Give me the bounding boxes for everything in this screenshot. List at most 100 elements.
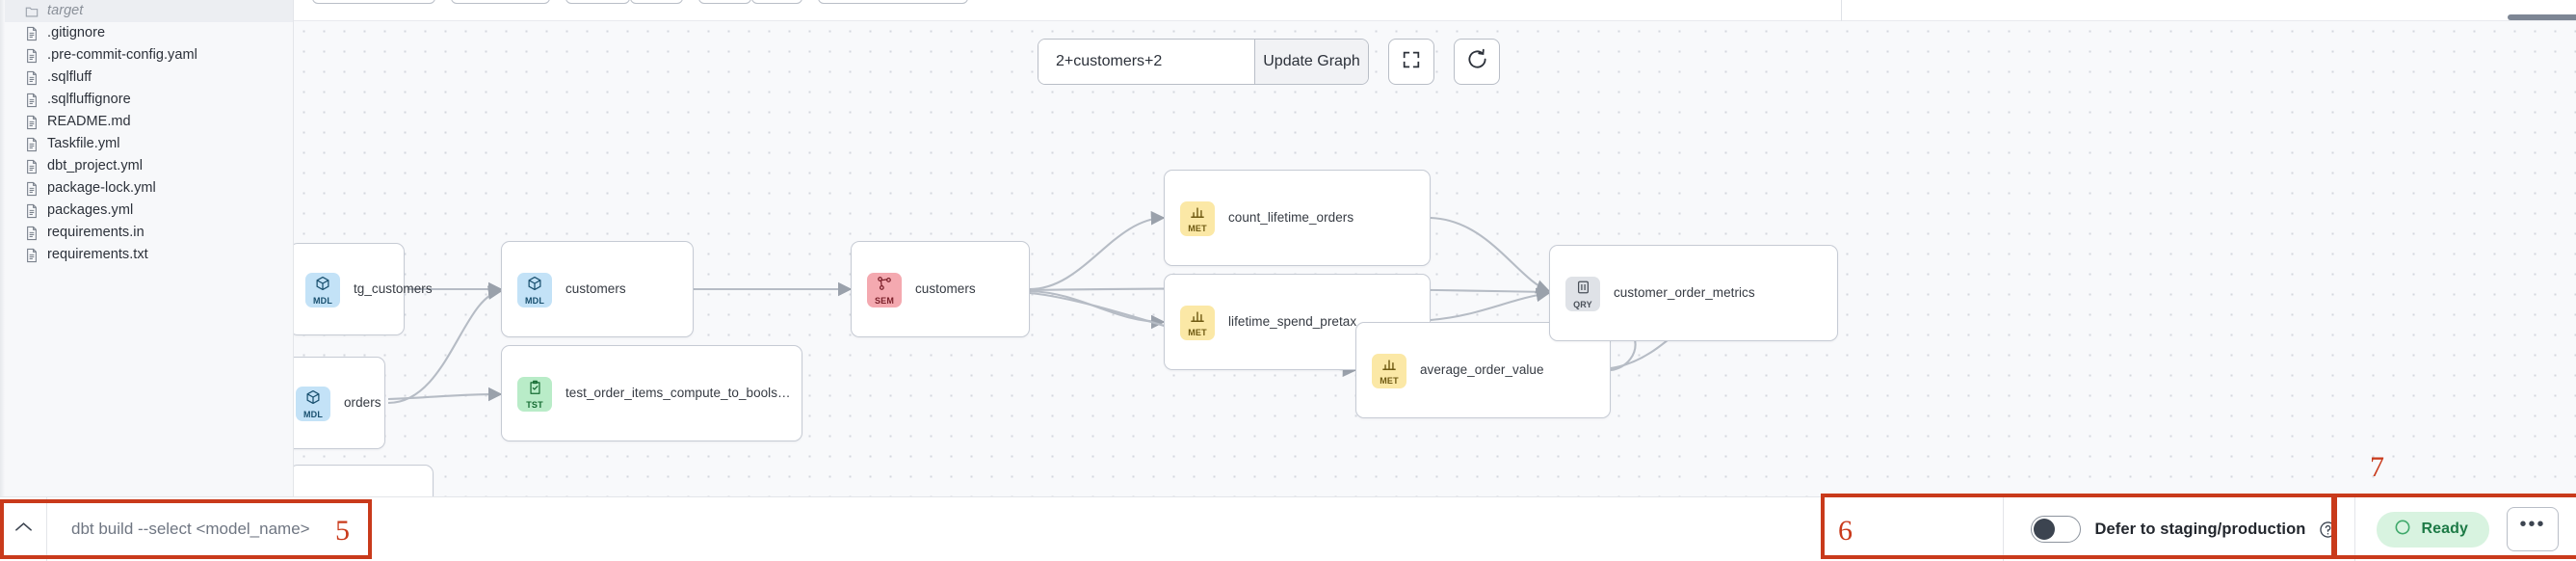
command-collapse-button[interactable] bbox=[0, 497, 47, 561]
node-type-badge-mdl: MDL bbox=[296, 387, 330, 421]
file-list-item-label: requirements.txt bbox=[47, 247, 148, 262]
file-list-item-label: package-lock.yml bbox=[47, 180, 156, 196]
lineage-node[interactable]: MET count_lifetime_orders bbox=[1164, 170, 1431, 266]
file-list-item-label: .sqlfluffignore bbox=[47, 92, 131, 107]
graph-search-group: Update Graph bbox=[1038, 39, 1369, 85]
node-type-badge-met: MET bbox=[1180, 201, 1215, 236]
node-type-label: TST bbox=[526, 399, 543, 410]
file-icon bbox=[25, 70, 39, 86]
file-icon bbox=[25, 226, 39, 241]
lineage-node[interactable]: QRY customer_order_metrics bbox=[1549, 245, 1838, 341]
lineage-node-label: customers bbox=[565, 281, 626, 296]
file-list-item[interactable]: .gitignore bbox=[0, 22, 293, 44]
status-bar-right: Defer to staging/production Ready bbox=[2003, 497, 2576, 561]
lineage-node[interactable]: MDL customers bbox=[501, 241, 694, 337]
node-type-label: MDL bbox=[312, 295, 333, 306]
file-list-item[interactable]: packages.yml bbox=[0, 200, 293, 222]
status-divider-right bbox=[2354, 497, 2356, 561]
file-list-item-label: .sqlfluff bbox=[47, 69, 92, 85]
bar-chart-icon bbox=[1190, 205, 1205, 223]
graph-search-input[interactable] bbox=[1038, 40, 1254, 84]
clipboard-check-icon bbox=[528, 380, 542, 399]
status-badge[interactable]: Ready bbox=[2377, 511, 2489, 548]
file-list-item[interactable]: .sqlfluff bbox=[0, 67, 293, 89]
file-list-item-label: packages.yml bbox=[47, 202, 134, 218]
file-icon bbox=[25, 115, 39, 130]
tab-scrollbar-thumb[interactable] bbox=[2508, 14, 2576, 20]
file-icon bbox=[25, 181, 39, 197]
toolbar-button-stub-3[interactable] bbox=[565, 0, 630, 4]
lineage-node[interactable] bbox=[294, 465, 434, 496]
reset-graph-button[interactable] bbox=[1454, 39, 1500, 85]
bar-chart-icon bbox=[1190, 309, 1205, 327]
toolbar-button-stub-2[interactable] bbox=[451, 0, 550, 4]
file-explorer-pane[interactable]: target .gitignore .pre-commit-config.yaml.… bbox=[0, 0, 294, 496]
lineage-node-label: lifetime_spend_pretax bbox=[1228, 314, 1357, 329]
node-type-label: MET bbox=[1188, 327, 1207, 337]
file-list-item[interactable]: target bbox=[0, 0, 293, 22]
question-circle-icon[interactable] bbox=[2319, 521, 2337, 539]
file-icon bbox=[25, 26, 39, 41]
file-icon bbox=[25, 248, 39, 263]
lineage-node-label: count_lifetime_orders bbox=[1228, 210, 1354, 225]
command-input[interactable] bbox=[47, 497, 2004, 561]
toolbar-button-stub-4[interactable] bbox=[630, 0, 683, 4]
overflow-menu-button[interactable]: ••• bbox=[2507, 507, 2559, 551]
file-list-item-label: Taskfile.yml bbox=[47, 136, 120, 151]
node-type-label: MET bbox=[1188, 223, 1207, 233]
file-list-item[interactable]: requirements.in bbox=[0, 222, 293, 244]
cube-icon bbox=[305, 389, 321, 409]
file-list: target .gitignore .pre-commit-config.yaml.… bbox=[0, 0, 293, 266]
toolbar-divider bbox=[1841, 0, 1842, 21]
update-graph-button[interactable]: Update Graph bbox=[1254, 40, 1368, 84]
file-list-item[interactable]: dbt_project.yml bbox=[0, 155, 293, 177]
status-bar: Defer to staging/production Ready bbox=[0, 496, 2576, 561]
node-type-badge-sem: SEM bbox=[867, 273, 902, 307]
toolbar-button-stub-6[interactable] bbox=[751, 0, 802, 4]
node-type-label: MET bbox=[1380, 375, 1399, 386]
file-list-item[interactable]: .pre-commit-config.yaml bbox=[0, 44, 293, 67]
file-list-item-label: .gitignore bbox=[47, 25, 106, 40]
lineage-node-label: customer_order_metrics bbox=[1614, 285, 1755, 300]
node-type-badge-tst: TST bbox=[517, 377, 552, 412]
file-list-item-label: requirements.in bbox=[47, 225, 145, 240]
toolbar-button-stub-7[interactable] bbox=[818, 0, 968, 4]
lineage-node-label: test_order_items_compute_to_bools… bbox=[565, 386, 791, 400]
node-type-badge-met: MET bbox=[1180, 306, 1215, 340]
toolbar-button-stub-1[interactable] bbox=[312, 0, 435, 4]
file-list-item[interactable]: Taskfile.yml bbox=[0, 133, 293, 155]
network-icon bbox=[877, 276, 892, 295]
toolbar-button-stub-5[interactable] bbox=[698, 0, 751, 4]
file-list-item[interactable]: .sqlfluffignore bbox=[0, 89, 293, 111]
cube-icon bbox=[315, 276, 330, 295]
lineage-node-label: orders bbox=[344, 395, 381, 410]
node-type-label: QRY bbox=[1573, 299, 1592, 309]
graph-controls: Update Graph bbox=[1038, 39, 1500, 85]
lineage-node[interactable]: TST test_order_items_compute_to_bools… bbox=[501, 345, 802, 441]
cube-icon bbox=[527, 276, 542, 295]
file-list-item[interactable]: package-lock.yml bbox=[0, 177, 293, 200]
file-list-item[interactable]: README.md bbox=[0, 111, 293, 133]
node-type-badge-mdl: MDL bbox=[517, 273, 552, 307]
defer-toggle[interactable] bbox=[2031, 516, 2082, 543]
file-list-item-label: README.md bbox=[47, 114, 131, 129]
file-list-item-label: dbt_project.yml bbox=[47, 158, 144, 174]
file-icon bbox=[25, 159, 39, 174]
toolbar-strip bbox=[294, 0, 2576, 21]
lineage-node[interactable]: MDL orders bbox=[294, 357, 385, 449]
status-badge-label: Ready bbox=[2421, 521, 2468, 537]
file-icon bbox=[25, 137, 39, 152]
file-icon bbox=[25, 48, 39, 64]
fullscreen-icon bbox=[1401, 49, 1422, 75]
lineage-canvas-right[interactable] bbox=[1695, 21, 2576, 496]
file-list-item[interactable]: requirements.txt bbox=[0, 244, 293, 266]
status-divider-left bbox=[2003, 497, 2005, 561]
fit-view-button[interactable] bbox=[1388, 39, 1434, 85]
folder-icon bbox=[25, 4, 39, 19]
bar-chart-icon bbox=[1381, 358, 1397, 375]
node-type-label: SEM bbox=[874, 295, 895, 306]
